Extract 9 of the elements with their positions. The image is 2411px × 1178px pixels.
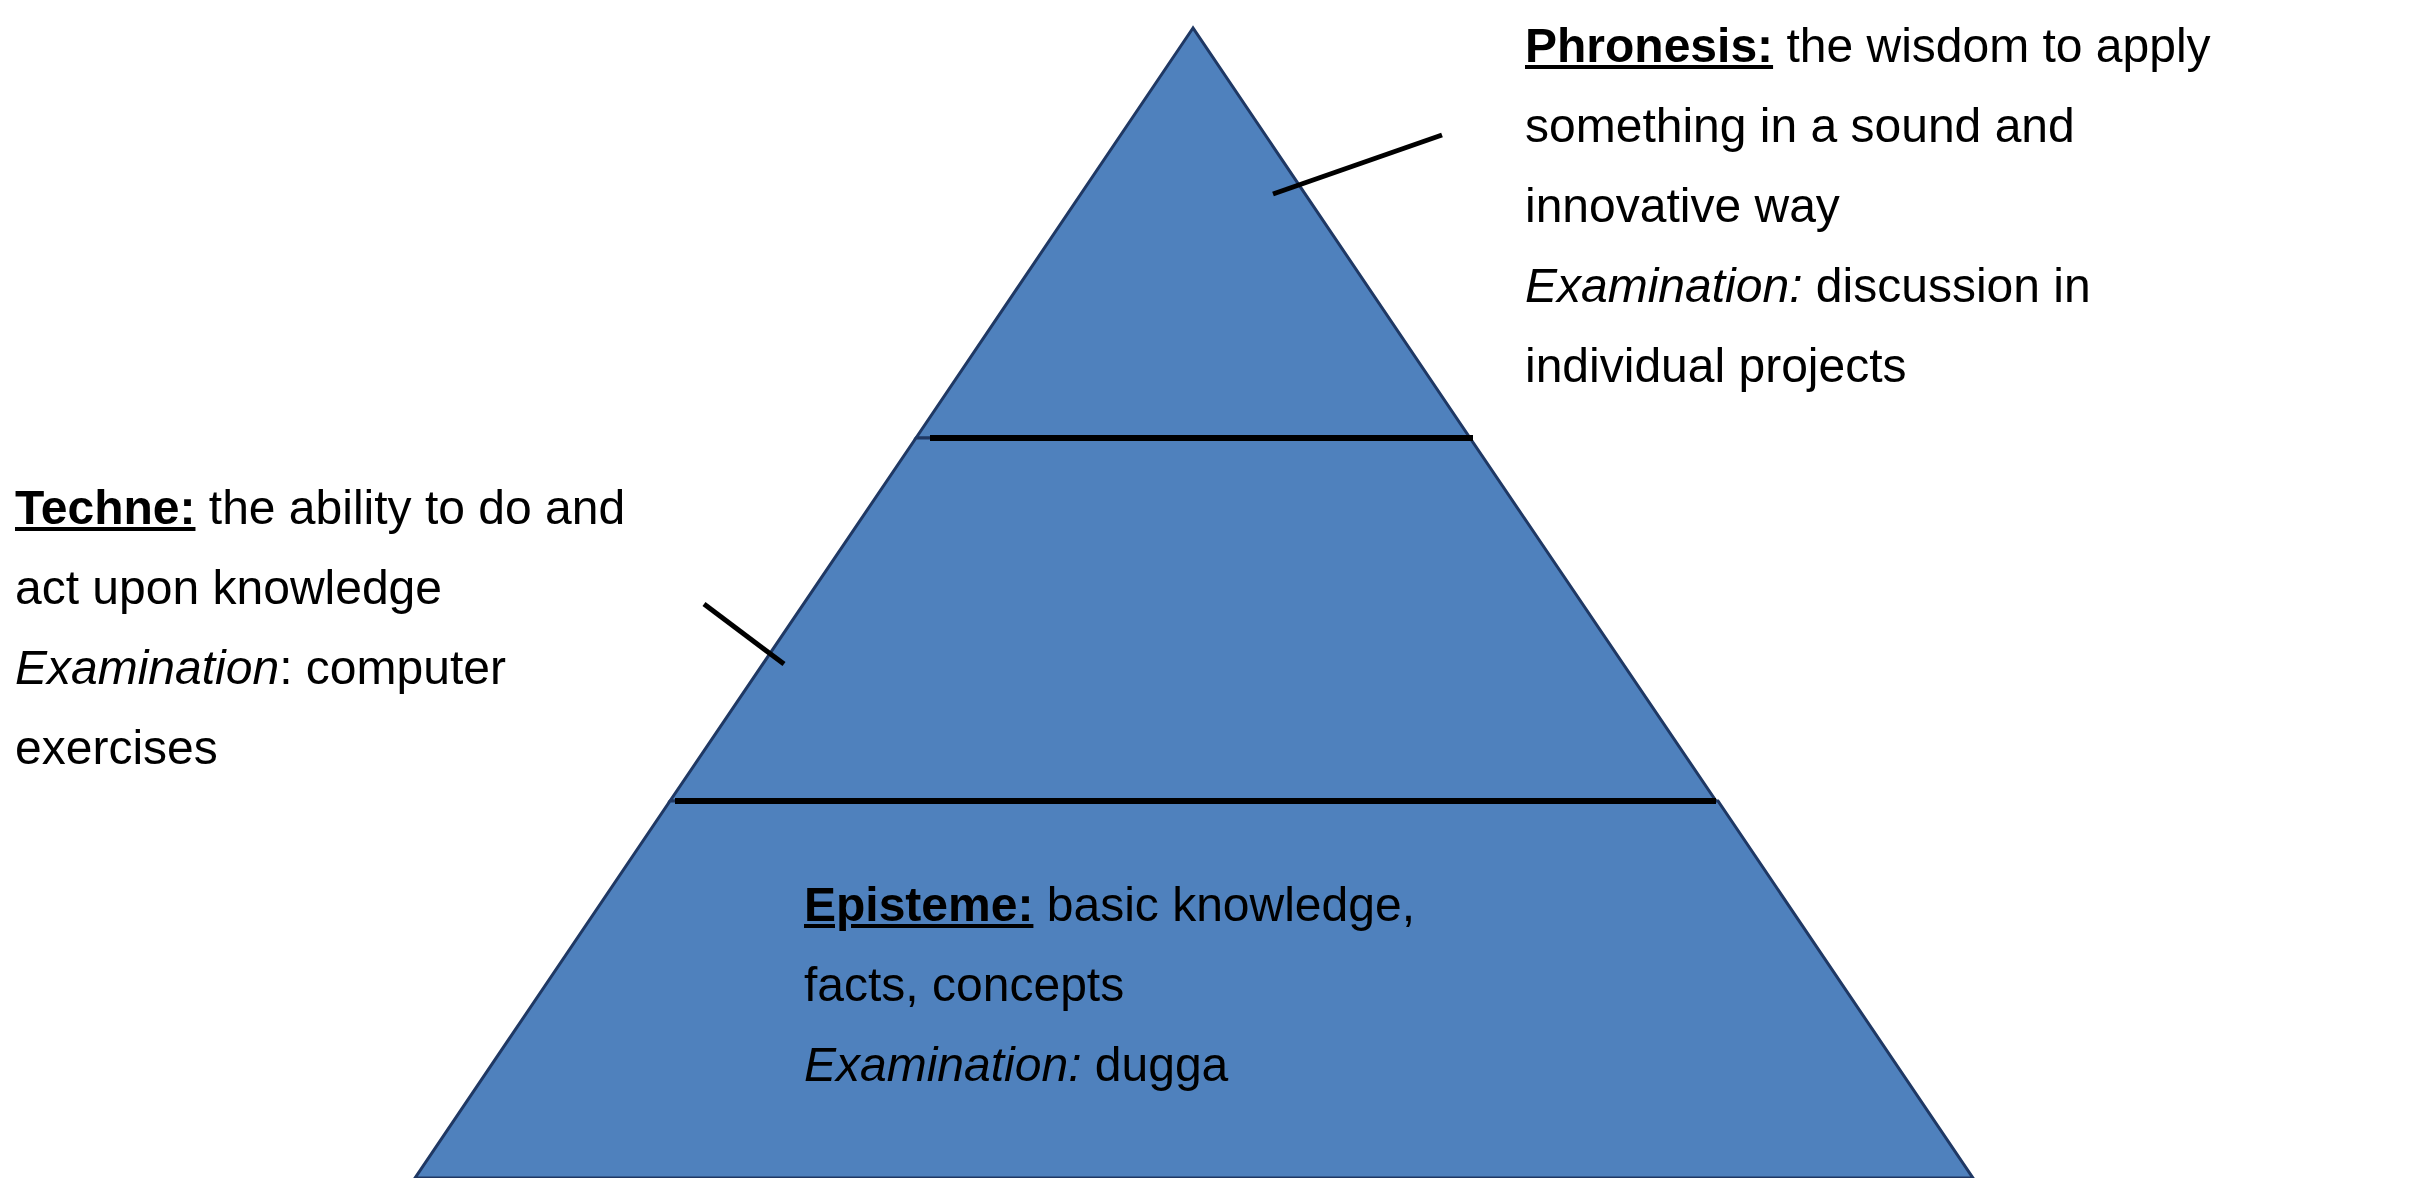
description-text: Examination: computer exercises	[15, 640, 507, 776]
description-text: Examination: dugga	[804, 1037, 1230, 1093]
pyramid-bottom-band	[415, 801, 1973, 1178]
leader-line	[1272, 132, 1443, 197]
description-text: Examination: discussion in individual projects	[1525, 258, 2092, 394]
pyramid-middle-band	[670, 438, 1716, 801]
description-text: Techne: the ability to do and act upon knowledge	[15, 480, 627, 616]
leader-line	[702, 602, 786, 666]
pyramid-top-band	[916, 28, 1470, 438]
